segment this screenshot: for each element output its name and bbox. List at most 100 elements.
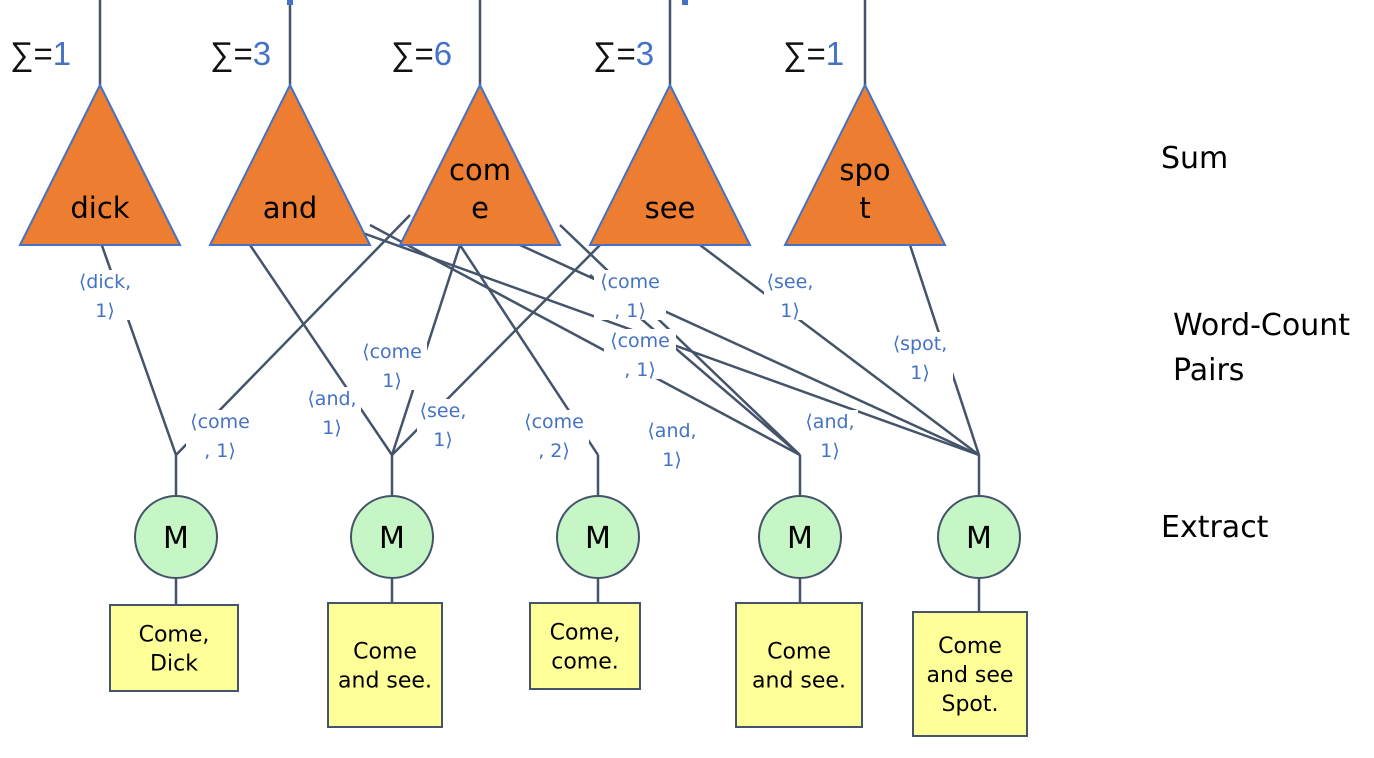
stage-label-sum: Sum (1161, 141, 1228, 176)
pair-connector-7 (559, 224, 801, 456)
pair-label-backdrop (417, 399, 469, 449)
sum-label-4: ∑=3 (593, 35, 654, 72)
document-text-line: and see. (752, 669, 846, 694)
stage-label-extract: Extract (1161, 510, 1269, 545)
pair-label-line: 1⟩ (382, 370, 402, 392)
sum-value: 3 (636, 35, 654, 72)
mapper-label: M (163, 521, 189, 556)
pair-label-line: ⟨and, (805, 411, 854, 433)
sum-symbol: ∑= (593, 35, 636, 72)
reducer-word-label: and (263, 191, 318, 225)
reducer-see: see (588, 82, 752, 246)
document-text-line: Come (767, 640, 831, 665)
sum-symbol: ∑= (391, 35, 434, 72)
pair-label-12: ⟨and, 1⟩ (802, 410, 858, 462)
reducer-word-label: e (471, 191, 489, 225)
reducer-come: com e (398, 82, 562, 246)
pair-label-line: , 1⟩ (624, 359, 656, 381)
document-text-line: come. (551, 650, 619, 675)
document-text-line: Come, (550, 621, 621, 646)
mapper-5: M (937, 495, 1021, 579)
mapper-1: M (134, 495, 218, 579)
mapper-circle (350, 495, 434, 579)
mapper-4: M (758, 495, 842, 579)
pair-label-backdrop (604, 329, 676, 379)
document-1: Come,Dick (109, 604, 239, 692)
pair-label-line: 1⟩ (780, 300, 800, 322)
pair-label-line: 1⟩ (322, 417, 342, 439)
pair-label-backdrop (594, 270, 666, 320)
pair-connector-2 (248, 244, 394, 456)
pair-label-6: ⟨come 1⟩ (357, 340, 427, 392)
mapper-3: M (556, 495, 640, 579)
pair-label-backdrop (644, 419, 700, 469)
document-box (735, 602, 863, 728)
pair-label-backdrop (519, 410, 589, 460)
pair-label-line: ⟨come (362, 341, 422, 363)
pair-label-line: 1⟩ (910, 362, 930, 384)
reducer-word-label: com (449, 153, 511, 187)
pair-label-line: ⟨see, (420, 400, 467, 422)
document-box (912, 611, 1028, 737)
document-3: Come, come. (529, 602, 641, 690)
pair-label-backdrop (802, 410, 858, 460)
reducer-word-label: t (859, 191, 870, 225)
sum-value: 1 (826, 35, 844, 72)
sum-label-5: ∑=1 (783, 35, 844, 72)
pair-connector-9 (369, 223, 801, 457)
pair-label-1: ⟨dick,1⟩ (76, 270, 134, 322)
reducer-triangle (398, 82, 562, 246)
pair-label-backdrop (357, 340, 427, 390)
pair-label-3: ⟨see, 1⟩ (764, 270, 816, 322)
sum-value: 6 (434, 35, 452, 72)
pair-connector-8 (699, 244, 980, 456)
pair-label-line: ⟨spot, (893, 333, 948, 355)
stage-label-pairs: Word-Count (1173, 308, 1350, 343)
sum-label-2: ∑=3 (210, 35, 271, 72)
pair-label-backdrop (887, 332, 953, 382)
pair-label-backdrop (76, 270, 134, 320)
document-4: Come and see. (735, 602, 863, 728)
document-text-line: and see. (338, 669, 432, 694)
sum-value: 3 (253, 35, 271, 72)
sum-symbol: ∑= (10, 35, 53, 72)
sum-value: 1 (53, 35, 71, 72)
pair-label-line: ⟨dick, (79, 271, 131, 293)
pair-label-line: ⟨see, (767, 271, 814, 293)
pair-label-line: , 2⟩ (538, 440, 570, 462)
pair-label-backdrop (186, 410, 254, 460)
document-box (327, 602, 443, 728)
document-text-line: Come (938, 634, 1002, 659)
pair-label-line: ⟨and, (307, 388, 356, 410)
document-text-line: Dick (150, 652, 198, 677)
pair-label-11: ⟨and,1⟩ (644, 419, 700, 471)
pair-label-line: ⟨come (190, 411, 250, 433)
edge-marker (682, 0, 688, 5)
pair-label-backdrop (303, 387, 361, 437)
pair-labels: ⟨dick,1⟩⟨come, 1⟩⟨see,1⟩⟨come, 1⟩⟨spot,1… (76, 270, 953, 471)
reducer-triangle (783, 82, 947, 246)
reducer-word-label: dick (70, 191, 129, 225)
stage-label-pairs: Pairs (1173, 353, 1244, 388)
pair-label-line: 1⟩ (433, 429, 453, 451)
reducer-word-label: spo (839, 153, 890, 187)
sum-label-3: ∑=6 (391, 35, 452, 72)
pair-label-7: ⟨come , 1⟩ (604, 329, 676, 381)
pair-label-line: , 1⟩ (614, 300, 646, 322)
mapper-label: M (379, 521, 405, 556)
mapper-label: M (787, 521, 813, 556)
reducer-and: and (208, 82, 372, 246)
pair-label-2: ⟨come, 1⟩ (186, 410, 254, 462)
document-box (109, 604, 239, 692)
pair-label-line: 1⟩ (820, 440, 840, 462)
mapper-2: M (350, 495, 434, 579)
pair-label-line: ⟨come (610, 330, 670, 352)
reducer-dick: dick (18, 82, 182, 246)
